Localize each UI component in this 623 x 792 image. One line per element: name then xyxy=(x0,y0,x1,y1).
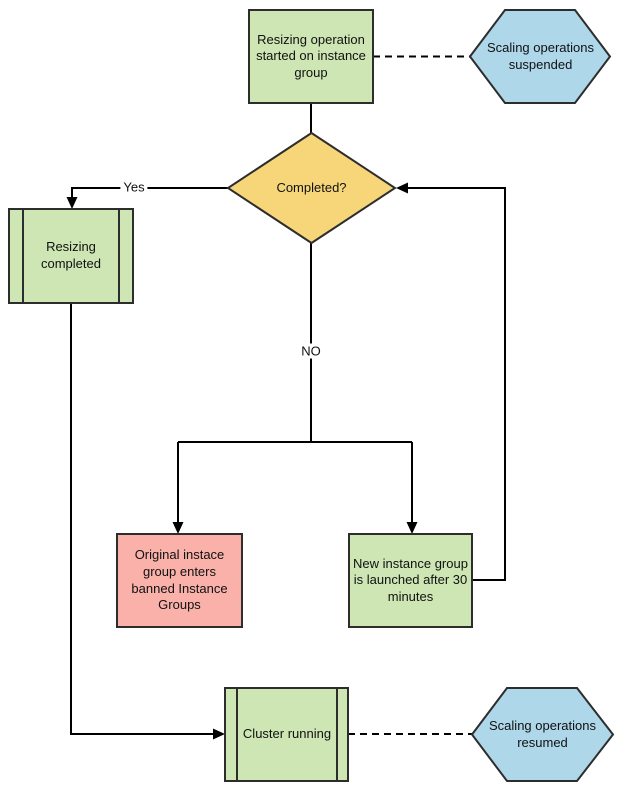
process-banned-groups-shape xyxy=(116,533,243,628)
arrowhead-yes-down xyxy=(66,197,78,209)
process-resizing-started-shape xyxy=(248,9,374,104)
arrowhead-newgroup-down xyxy=(406,522,418,534)
connector-decision-yes xyxy=(71,187,228,197)
arrowhead-banned-down xyxy=(172,522,184,534)
connector-newgroup-to-decision xyxy=(408,187,506,581)
terminator-scaling-suspended-shape xyxy=(468,9,612,104)
process-new-instance-group-shape xyxy=(348,533,473,628)
predefined-resizing-completed-shape xyxy=(8,208,134,304)
arrowhead-cluster-right xyxy=(213,728,225,740)
terminator-scaling-resumed-shape xyxy=(470,687,615,782)
decision-completed-shape xyxy=(226,131,397,245)
connector-completed-to-cluster xyxy=(70,303,213,735)
predefined-cluster-running-shape xyxy=(224,687,349,782)
arrowhead-decision-left xyxy=(396,182,408,194)
